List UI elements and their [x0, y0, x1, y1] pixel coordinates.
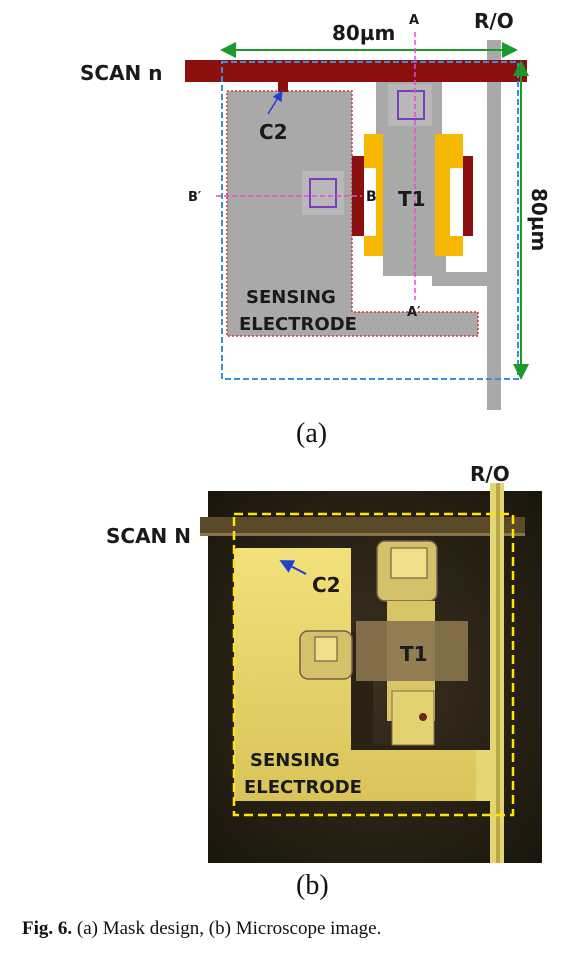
subfigure-b-label: (b): [296, 870, 329, 901]
sensing-label-b-line1: SENSING: [250, 750, 340, 771]
t1-label-b: T1: [400, 642, 428, 666]
c2-label-a: C2: [259, 120, 288, 144]
t1-left-bar: [352, 156, 364, 236]
section-b-label: B: [366, 189, 377, 205]
b-via-inner-micro: [314, 636, 338, 662]
sensing-electrode-outline: [226, 90, 479, 337]
figure-caption: Fig. 6. (a) Mask design, (b) Microscope …: [22, 918, 381, 940]
scan-tap: [278, 80, 288, 92]
t1-right-bar: [463, 156, 473, 236]
sensing-label-b-line2: ELECTRODE: [244, 777, 362, 798]
scan-line-micro: [200, 517, 525, 535]
readout-line-micro-shade: [496, 483, 500, 863]
top-via: [397, 90, 425, 120]
b-via-pad: [302, 171, 344, 215]
caption-text: (a) Mask design, (b) Microscope image.: [76, 918, 382, 939]
c2-pointer-arrow-micro: [279, 560, 307, 575]
scan-line: [185, 60, 527, 82]
readout-branch: [432, 272, 496, 286]
scan-n-label-micro: SCAN N: [106, 524, 191, 548]
width-dimension-label: 80µm: [332, 21, 395, 45]
c2-label-b: C2: [312, 573, 341, 597]
section-a-prime-label: A′: [407, 305, 421, 320]
section-b-prime-label: B′: [188, 190, 202, 205]
sensing-electrode-micro: [234, 548, 487, 801]
readout-line: [487, 40, 501, 410]
subfigure-a-label: (a): [296, 418, 328, 449]
sensing-electrode-shape: [227, 91, 478, 336]
t1-bottom-pad-micro: [391, 690, 435, 746]
microscope-image-figure: SCAN N R/O C2 T1 SENSING ELECTRODE: [106, 462, 542, 863]
height-dimension-label: 80µm: [527, 188, 551, 251]
b-via: [309, 178, 337, 208]
section-a-label: A: [409, 13, 419, 28]
t1-top-inner-micro: [390, 547, 428, 579]
ro-label-b: R/O: [470, 462, 510, 486]
pixel-boundary-micro: [232, 512, 515, 817]
sensing-label-a-line1: SENSING: [246, 287, 336, 308]
c2-pointer-arrow: [267, 90, 283, 115]
scan-n-label: SCAN n: [80, 61, 163, 85]
ro-label-a: R/O: [474, 9, 514, 33]
scan-line-micro-edge: [200, 533, 525, 536]
mask-design-figure: SCAN n 80µm R/O A A′ B B′ C2 T1 SENSING …: [80, 9, 551, 410]
t1-gate-micro: [356, 621, 468, 681]
readout-bend-micro: [476, 750, 496, 801]
sensing-label-a-line2: ELECTRODE: [239, 314, 357, 335]
caption-prefix: Fig. 6.: [22, 918, 73, 939]
t1-label-a: T1: [398, 187, 426, 211]
t1-contact-dot: [419, 713, 427, 721]
t1-channel-overlay: [383, 134, 435, 264]
